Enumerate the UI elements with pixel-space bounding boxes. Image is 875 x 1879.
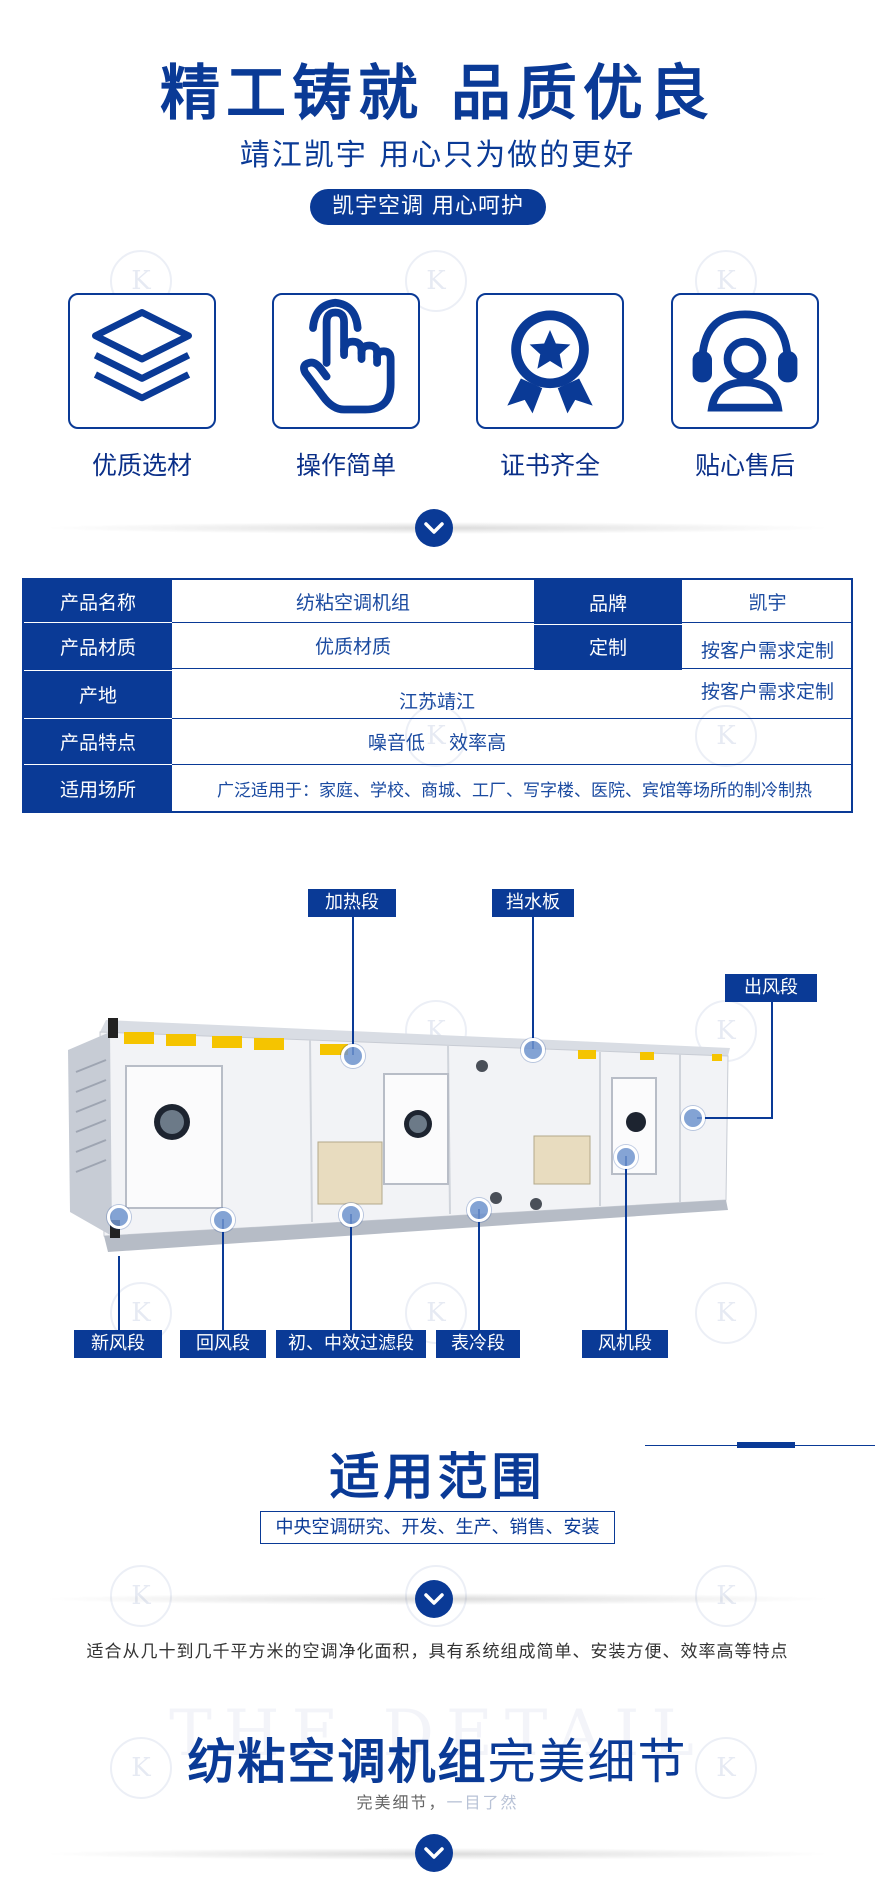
page-subtitle: 靖江凯宇 用心只为做的更好 xyxy=(239,138,636,173)
leader-line xyxy=(478,1209,480,1330)
leader-line xyxy=(350,1214,352,1330)
watermark-logo: K xyxy=(695,1282,757,1344)
watermark-logo: K xyxy=(110,1565,172,1627)
spec-label-usage: 适用场所 xyxy=(24,764,172,813)
detail-subtitle: 完美细节，一目了然 xyxy=(0,1789,875,1813)
chevron-down-icon xyxy=(415,1834,453,1872)
feature-label-service: 贴心售后 xyxy=(694,451,795,480)
grid-line xyxy=(24,764,172,765)
grid-line xyxy=(24,670,172,671)
callout-dot-fan xyxy=(614,1145,638,1169)
detail-sub-light: 一目了然 xyxy=(446,1793,519,1812)
callout-dot-filter xyxy=(339,1203,363,1227)
leader-line xyxy=(352,917,354,1055)
layers-icon xyxy=(92,309,192,402)
headset-support-icon xyxy=(692,310,798,412)
grid-line xyxy=(172,668,853,669)
spec-value-custom: 按客户需求定制 xyxy=(700,639,834,662)
callout-dot-cooling xyxy=(467,1198,491,1222)
award-badge-icon xyxy=(507,310,593,414)
leader-line xyxy=(532,917,534,1049)
spec-label-feature: 产品特点 xyxy=(24,718,172,764)
grid-line xyxy=(172,622,534,623)
watermark-logo: K xyxy=(695,1565,757,1627)
callout-baffle: 挡水板 xyxy=(492,889,574,917)
spec-value-feature: 噪音低 效率高 xyxy=(367,731,507,754)
detail-title-bold: 纺粘空调机组 xyxy=(187,1734,488,1790)
callout-dot-return-air xyxy=(211,1208,235,1232)
watermark-logo: K xyxy=(405,705,467,767)
spec-label-custom: 定制 xyxy=(534,624,682,668)
spec-value-name: 纺粘空调机组 xyxy=(295,591,410,614)
feature-label-material: 优质选材 xyxy=(91,451,192,480)
leader-line xyxy=(771,1002,773,1118)
watermark-logo: K xyxy=(695,1737,757,1799)
leader-line xyxy=(118,1256,120,1330)
leader-line xyxy=(625,1156,627,1330)
callout-dot-outlet xyxy=(681,1106,705,1130)
callout-heating: 加热段 xyxy=(308,889,396,917)
callout-dot-baffle xyxy=(521,1038,545,1062)
grid-line xyxy=(534,624,682,625)
detail-background-text: THE DETAIL xyxy=(169,1697,706,1771)
callout-fan: 风机段 xyxy=(582,1330,668,1358)
detail-title-normal: 完美细节 xyxy=(487,1734,688,1790)
callout-filter: 初、中效过滤段 xyxy=(276,1330,426,1358)
spec-value-brand: 凯宇 xyxy=(748,591,787,614)
feature-card-certificate xyxy=(476,293,624,429)
watermark-logo: K xyxy=(110,1737,172,1799)
callout-outlet: 出风段 xyxy=(725,974,817,1002)
chevron-down-icon xyxy=(415,509,453,547)
spec-label-material: 产品材质 xyxy=(24,622,172,670)
grid-line xyxy=(682,622,853,623)
spec-table: 产品名称 产品材质 产地 产品特点 适用场所 品牌 定制 纺粘空调机组 优质材质… xyxy=(22,578,853,813)
spec-value-origin-extra: 按客户需求定制 xyxy=(700,680,834,703)
grid-line xyxy=(24,622,172,623)
page-title: 精工铸就 品质优良 xyxy=(160,59,715,129)
range-description: 适合从几十到几千平方米的空调净化面积，具有系统组成简单、安装方便、效率高等特点 xyxy=(86,1642,789,1662)
watermark-logo: K xyxy=(405,250,467,312)
spec-label-name: 产品名称 xyxy=(24,580,172,622)
detail-title: 纺粘空调机组完美细节 xyxy=(0,1722,875,1792)
slogan-pill: 凯宇空调 用心呵护 xyxy=(310,189,546,225)
grid-line xyxy=(24,718,172,719)
spec-value-material: 优质材质 xyxy=(314,635,391,658)
chevron-down-icon xyxy=(415,1580,453,1618)
callout-return-air: 回风段 xyxy=(180,1330,266,1358)
spec-value-origin: 江苏靖江 xyxy=(398,690,475,713)
grid-line xyxy=(172,718,853,719)
range-title: 适用范围 xyxy=(329,1448,546,1506)
air-handling-unit-image xyxy=(68,1018,730,1252)
feature-label-operation: 操作简单 xyxy=(295,451,396,480)
hand-pointer-icon xyxy=(300,298,395,414)
callout-dot-fresh-air xyxy=(107,1205,131,1229)
leader-line xyxy=(697,1117,773,1119)
callout-fresh-air: 新风段 xyxy=(74,1330,162,1358)
feature-card-material xyxy=(68,293,216,429)
grid-line xyxy=(172,764,853,765)
detail-sub-main: 完美细节， xyxy=(356,1793,447,1812)
feature-label-certificate: 证书齐全 xyxy=(499,451,600,480)
deco-bar xyxy=(737,1442,795,1448)
callout-cooling: 表冷段 xyxy=(436,1330,520,1358)
watermark-logo: K xyxy=(695,705,757,767)
spec-value-usage: 广泛适用于：家庭、学校、商城、工厂、写字楼、医院、宾馆等场所的制冷制热 xyxy=(217,781,812,801)
spec-label-brand: 品牌 xyxy=(534,580,682,624)
callout-dot-heating xyxy=(341,1044,365,1068)
range-tagline: 中央空调研究、开发、生产、销售、安装 xyxy=(260,1511,615,1544)
leader-line xyxy=(222,1219,224,1330)
feature-card-operation xyxy=(272,293,420,429)
feature-card-service xyxy=(671,293,819,429)
spec-label-origin: 产地 xyxy=(24,670,172,718)
